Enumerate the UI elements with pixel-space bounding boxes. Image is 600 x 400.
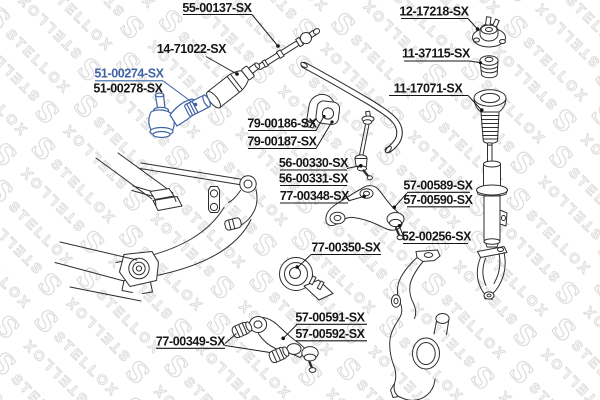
- leader-dot: [480, 108, 484, 112]
- drawing-inner-tie-rod: [206, 62, 261, 109]
- part-number-52-00256-sx[interactable]: 52-00256-SX: [402, 230, 473, 244]
- part-number-79-00187-sx[interactable]: 79-00187-SX: [247, 135, 318, 149]
- part-number-labels: 55-00137-SX 12-17218-SX 14-71022-SX 11-3…: [93, 1, 474, 349]
- label-underlines: [95, 13, 470, 349]
- part-number-77-00350-sx[interactable]: 77-00350-SX: [311, 241, 382, 255]
- part-number-51-00278-sx[interactable]: 51-00278-SX: [93, 82, 164, 96]
- drawing-arm-bushing-front: [231, 321, 253, 339]
- leader-line: [205, 56, 237, 74]
- leader-line: [297, 254, 312, 268]
- leader-dot: [397, 224, 402, 228]
- part-number-14-71022-sx[interactable]: 14-71022-SX: [157, 42, 228, 56]
- leader-line: [283, 324, 297, 339]
- leader-line-highlighted: [162, 80, 195, 105]
- part-number-51-00274-sx-highlighted[interactable]: 51-00274-SX: [94, 67, 165, 81]
- leader-line: [315, 116, 324, 131]
- part-number-56-00331-sx[interactable]: 56-00331-SX: [279, 172, 350, 186]
- leader-line: [224, 345, 271, 353]
- drawing-arm-bushing-rear: [268, 346, 290, 364]
- part-number-56-00330-sx[interactable]: 56-00330-SX: [279, 156, 350, 170]
- leader-line: [251, 14, 278, 46]
- leader-dot: [330, 120, 334, 124]
- part-number-77-00349-sx[interactable]: 77-00349-SX: [156, 335, 227, 349]
- leader-dot: [276, 44, 280, 48]
- leader-line: [399, 226, 405, 240]
- part-number-57-00592-sx[interactable]: 57-00592-SX: [295, 327, 366, 341]
- part-number-57-00591-sx[interactable]: 57-00591-SX: [295, 311, 366, 325]
- part-number-11-37115-sx[interactable]: 11-37115-SX: [402, 47, 471, 61]
- leader-line: [468, 60, 480, 63]
- part-number-12-17218-sx[interactable]: 12-17218-SX: [399, 5, 470, 19]
- leader-line: [224, 333, 237, 344]
- leader-dot: [478, 61, 483, 65]
- drawing-subframe: [54, 152, 258, 302]
- part-number-11-17071-sx[interactable]: 11-17071-SX: [394, 82, 464, 96]
- part-number-79-00186-sx[interactable]: 79-00186-SX: [247, 117, 318, 131]
- leader-dot-highlighted: [193, 102, 198, 107]
- drawing-stabilizer-bar: [300, 61, 403, 154]
- leader-line: [347, 196, 363, 202]
- part-number-55-00137-sx[interactable]: 55-00137-SX: [182, 1, 253, 15]
- leader-line: [346, 165, 360, 169]
- part-number-57-00590-sx[interactable]: 57-00590-SX: [403, 193, 474, 207]
- drawing-stabilizer-bushing-bracket: [304, 93, 341, 129]
- drawing-bump-stop: [479, 55, 499, 79]
- leader-lines: [162, 14, 484, 353]
- leader-line: [394, 192, 408, 208]
- leader-dot: [235, 72, 239, 76]
- leader-dot: [359, 164, 363, 168]
- part-number-77-00348-sx[interactable]: 77-00348-SX: [280, 189, 351, 203]
- leader-dot: [475, 27, 480, 31]
- leader-line: [315, 122, 332, 149]
- drawing-arm-bushing-large: [279, 257, 334, 301]
- drawing-tie-rod-end-highlighted[interactable]: [148, 92, 212, 139]
- drawing-strut-fork: [476, 246, 508, 300]
- leader-dot: [295, 265, 300, 269]
- drawing-stabilizer-link: [354, 110, 375, 181]
- drawing-lower-control-arm: [248, 316, 319, 373]
- leader-line: [467, 95, 482, 110]
- drawing-shock-absorber: [476, 142, 508, 248]
- part-number-57-00589-sx[interactable]: 57-00589-SX: [403, 179, 474, 193]
- leader-dot: [392, 205, 397, 210]
- drawing-strut-mount: [472, 16, 506, 48]
- leader-line: [467, 18, 478, 29]
- leader-dot: [322, 114, 326, 119]
- leader-dot: [281, 336, 286, 341]
- drawing-steering-knuckle: [389, 249, 450, 400]
- leader-dot: [362, 194, 366, 199]
